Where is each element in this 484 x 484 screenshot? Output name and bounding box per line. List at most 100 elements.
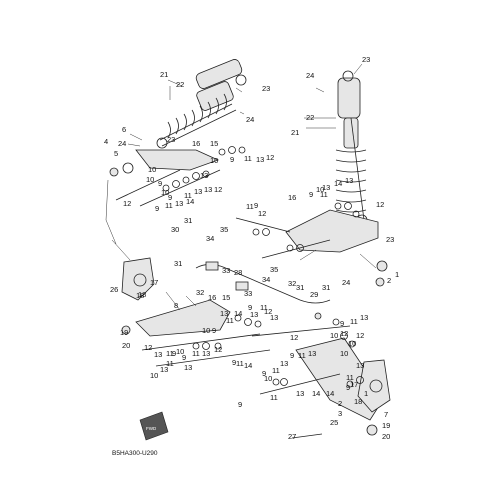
callout: 19 [382,421,390,430]
shock-absorber-left [156,59,247,149]
callout: 13 [270,313,278,322]
callout: 11 [346,373,354,382]
callout: 34 [206,234,214,243]
callout: 9 [172,349,176,358]
callout: 20 [122,341,130,350]
callout: 12 [214,345,222,354]
callout: 11 [260,303,268,312]
callout: 9 [346,383,350,392]
callout: 1 [364,389,368,398]
callout: 11 [184,191,192,200]
callout: 18 [138,290,146,299]
callout: 12 [264,307,272,316]
callout-numbers: 21 22 23 24 23 24 21 22 6 4 24 23 16 5 1… [104,55,399,441]
callout: 13 [154,350,162,359]
callout: 20 [382,432,390,441]
callout: 13 [360,313,368,322]
callout: 9 [158,179,162,188]
callout: 11 [320,190,328,199]
callout: 26 [110,285,118,294]
callout: 9 [155,204,159,213]
callout: 13 [308,349,316,358]
callout: 22 [176,80,184,89]
callout: 12 [123,199,131,208]
callout: 11 [192,349,200,358]
callout: 14 [326,389,334,398]
callout: 13 [356,361,364,370]
callout: 5 [114,149,118,158]
callout: 21 [160,70,168,79]
callout: 23 [167,135,175,144]
callout: 31 [184,216,192,225]
callout: 13 [200,171,208,180]
callout: 16 [192,139,200,148]
callout: 12 [340,329,348,338]
callout: 6 [122,125,126,134]
callout: 2 [387,276,391,285]
callout: 12 [144,343,152,352]
callout: 24 [118,139,126,148]
bolts [115,169,351,439]
callout: 11 [166,349,174,358]
callout: 28 [234,268,242,277]
callout: 9 [212,326,216,335]
callout: 18 [354,397,362,406]
knuckle-right [357,359,391,413]
callout: 34 [262,275,270,284]
callout: 9 [230,155,234,164]
bushings [162,146,364,388]
callout: 14 [334,179,342,188]
callout: 11 [298,351,306,360]
callout: 9 [182,353,186,362]
callout: 10 [340,349,348,358]
callout: 12 [266,153,274,162]
callout: 9 [290,351,294,360]
callout: 7 [384,410,388,419]
callout: 9 [238,400,242,409]
callout: 11 [244,154,252,163]
callout: 11 [226,316,234,325]
callout: 9 [248,303,252,312]
callout: 14 [234,309,242,318]
callout: 17 [350,380,358,389]
callout: 33 [222,266,230,275]
callout: 9 [168,193,172,202]
callout: 32 [196,288,204,297]
callout: 8 [174,301,178,310]
callout: 22 [306,113,314,122]
callout: 9 [340,319,344,328]
callout: 30 [171,225,179,234]
callout: 10 [161,188,169,197]
stabilizer-bar [195,261,331,304]
callout: 13 [204,185,212,194]
callout: 13 [220,309,228,318]
callout: 13 [250,310,258,319]
callout: 15 [210,139,218,148]
diagram-code: B5HA300-U290 [112,450,158,457]
callout: 9 [254,201,258,210]
callout: 11 [246,202,254,211]
callout: 23 [262,84,270,93]
callout: 11 [165,201,173,210]
callout: 11 [236,359,244,368]
callout: 32 [288,279,296,288]
callout: 3 [338,409,342,418]
callout: 13 [160,365,168,374]
callout: 15 [222,293,230,302]
callout: 9 [309,190,313,199]
callout: 2 [338,399,342,408]
callout: 11 [270,393,278,402]
callout: 14 [186,197,194,206]
callout: 13 [194,187,202,196]
callout: 4 [104,137,108,146]
callout: 13 [256,155,264,164]
callout: 10 [316,185,324,194]
ball-joints [109,167,388,436]
callout: 10 [330,331,338,340]
callout: 31 [322,283,330,292]
leader-lines [105,63,377,311]
callout: 16 [288,193,296,202]
callout: 10 [348,339,356,348]
callout: 10 [264,374,272,383]
